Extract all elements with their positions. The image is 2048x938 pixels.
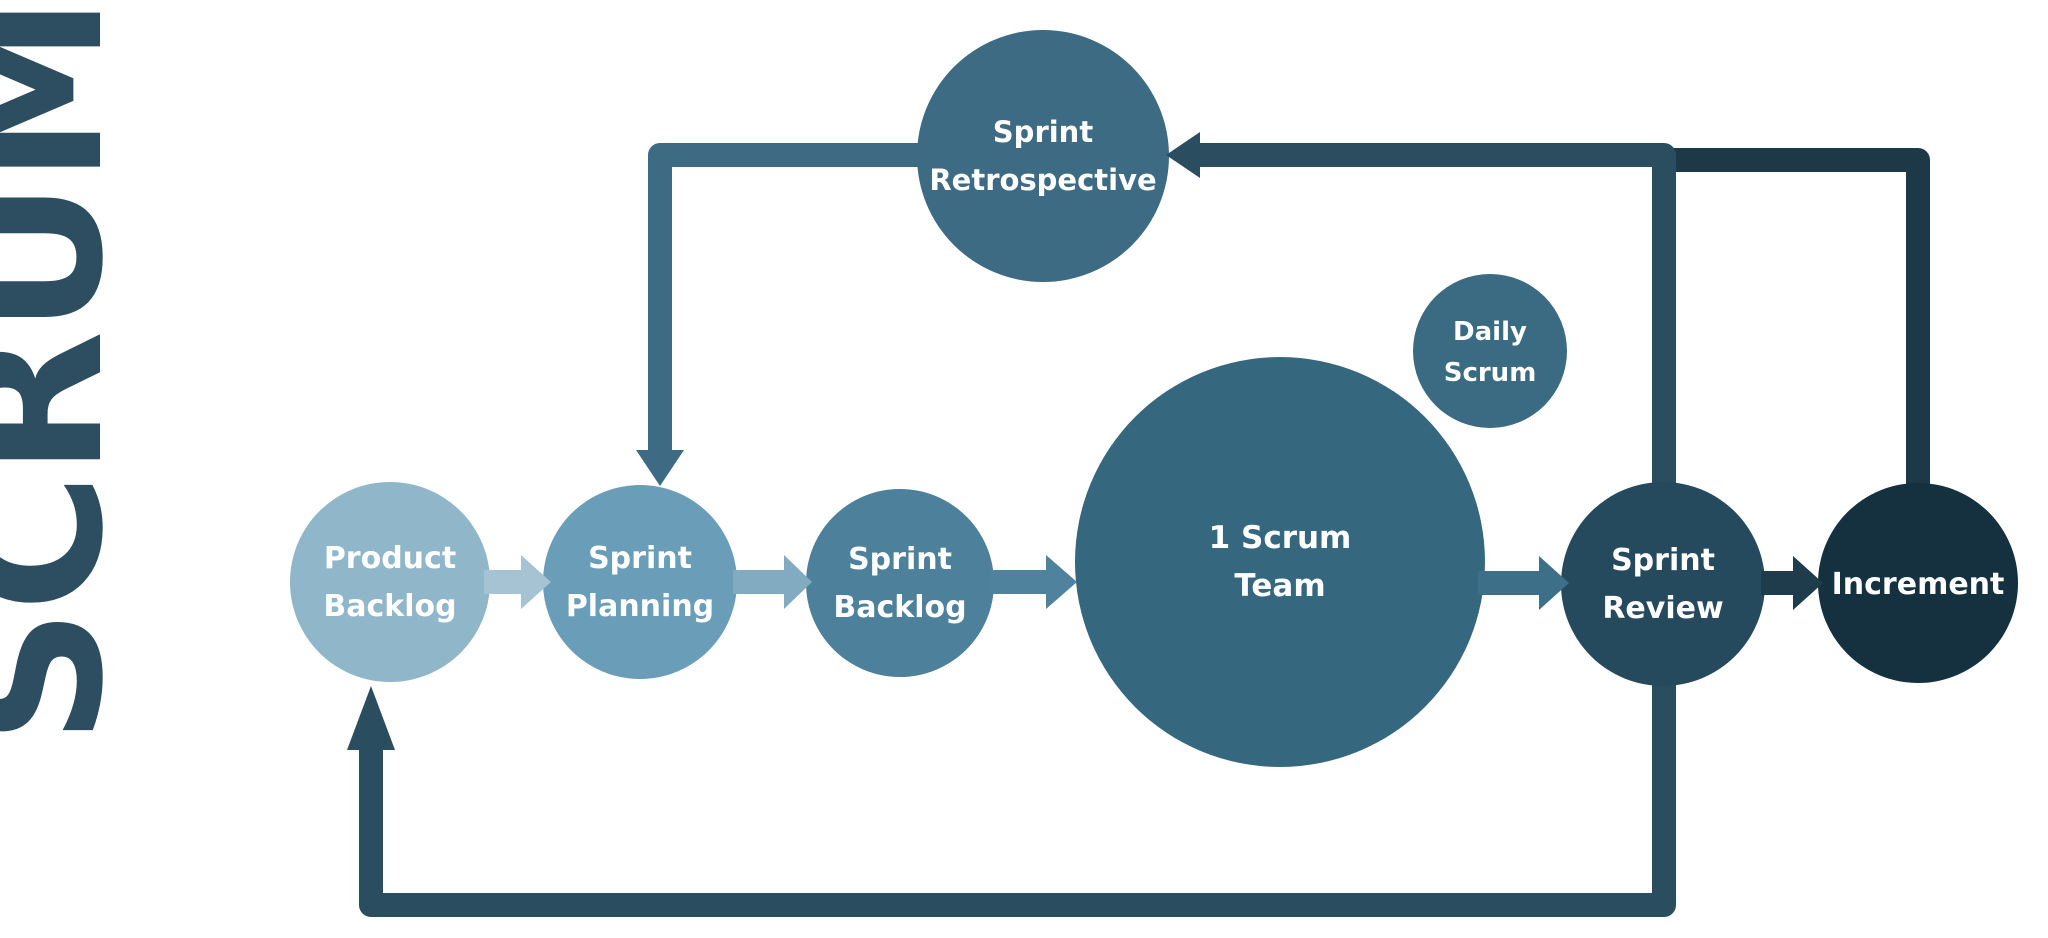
page-title: SCRUM xyxy=(0,0,145,745)
sprint-retrospective-label-line1: Sprint xyxy=(993,115,1094,149)
sprint-planning-label-line1: Sprint xyxy=(588,541,692,576)
arrowhead-into-retrospective-icon xyxy=(1166,132,1200,178)
sprint-backlog-label-line1: Sprint xyxy=(848,542,952,577)
review-to-retrospective-connector xyxy=(1198,143,1676,520)
review-to-product-backlog-connector xyxy=(359,660,1676,917)
arrow-scrum-team-to-sprint-review-icon xyxy=(1478,556,1569,610)
arrow-sprint-backlog-to-scrum-team-icon xyxy=(990,555,1077,609)
sprint-review-label-line2: Review xyxy=(1602,591,1723,626)
arrow-product-backlog-to-sprint-planning-icon xyxy=(484,555,551,609)
sprint-review-label-line1: Sprint xyxy=(1611,543,1715,578)
scrum-team-label-line2: Team xyxy=(1234,568,1325,604)
scrum-team-label-line1: 1 Scrum xyxy=(1209,520,1352,556)
node-sprint-backlog xyxy=(806,489,994,677)
arrow-sprint-planning-to-sprint-backlog-icon xyxy=(733,555,812,609)
arrowhead-into-sprint-planning-icon xyxy=(636,450,684,486)
node-daily-scrum xyxy=(1413,274,1567,428)
node-sprint-review xyxy=(1561,482,1765,686)
node-scrum-team xyxy=(1075,357,1485,767)
sprint-retrospective-label-line2: Retrospective xyxy=(929,163,1156,197)
sprint-backlog-label-line2: Backlog xyxy=(833,590,966,625)
node-sprint-retrospective xyxy=(917,30,1169,282)
arrowhead-into-product-backlog-icon xyxy=(347,686,395,750)
increment-label: Increment xyxy=(1832,567,2005,602)
node-increment xyxy=(1818,483,2018,683)
retrospective-to-planning-connector xyxy=(648,143,950,452)
product-backlog-label-line1: Product xyxy=(324,541,456,576)
node-sprint-planning xyxy=(543,485,737,679)
arrow-sprint-review-to-increment-icon xyxy=(1761,556,1823,610)
daily-scrum-label-line2: Scrum xyxy=(1444,358,1537,388)
sprint-planning-label-line2: Planning xyxy=(566,589,714,624)
increment-to-retrospective-connector xyxy=(1664,148,1930,520)
node-product-backlog xyxy=(290,482,490,682)
product-backlog-label-line2: Backlog xyxy=(323,589,456,624)
daily-scrum-label-line1: Daily xyxy=(1453,317,1527,347)
